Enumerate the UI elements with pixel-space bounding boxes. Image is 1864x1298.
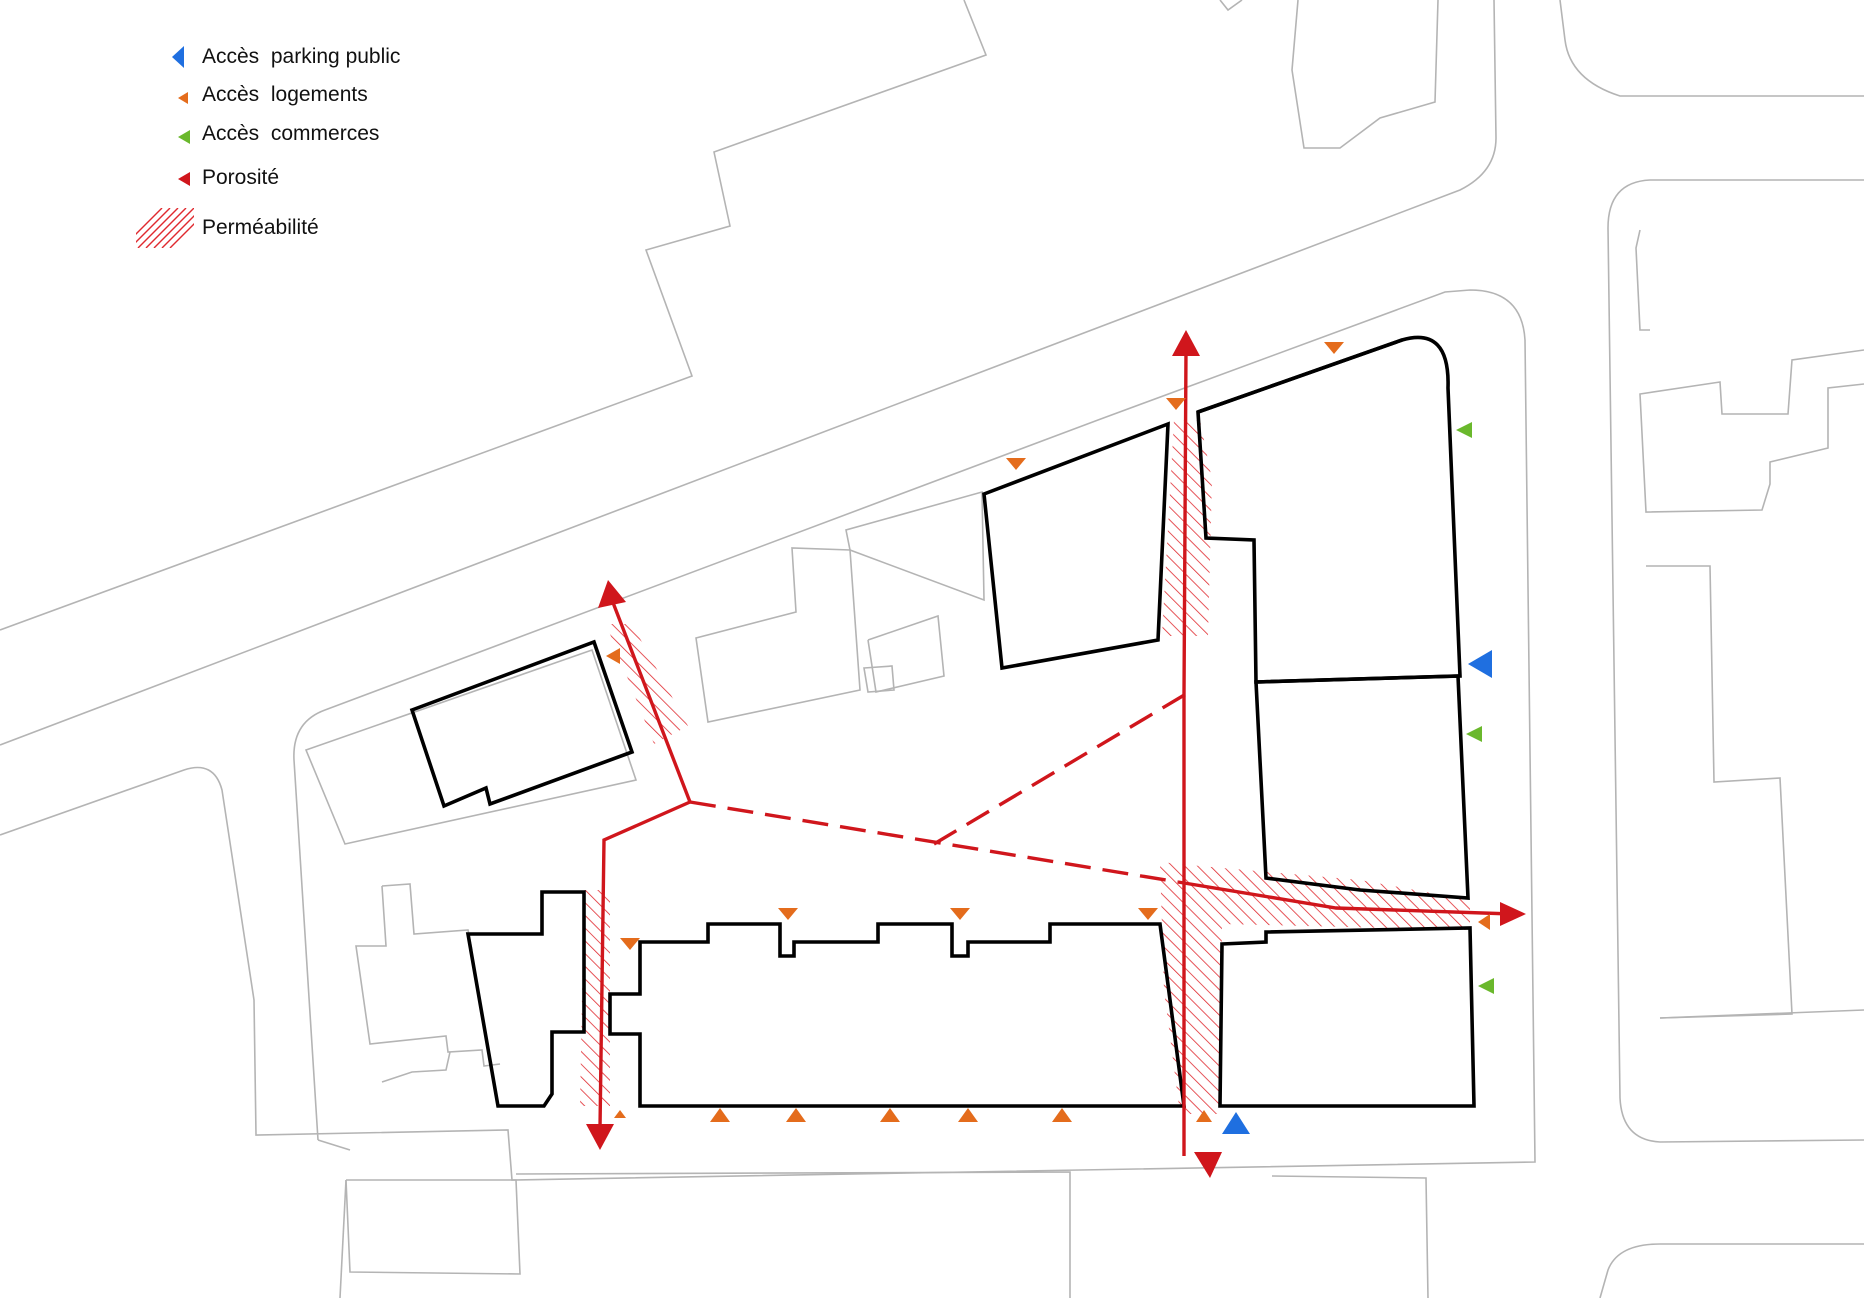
blue-triangle-icon [132,42,202,72]
arrowhead-south [1194,1152,1222,1178]
context-building-e [381,883,473,951]
porosity-arrowheads [586,330,1526,1178]
porosity-path-west [598,800,691,1129]
commerce-access-markers [1456,422,1494,994]
building-east-middle[interactable] [1254,674,1470,900]
red-triangle-icon [132,163,202,193]
context-building-east-3 [1646,565,1793,1019]
legend-item-housing: Accès logements [132,80,368,110]
permeability-areas [580,420,1470,1114]
legend-item-parking: Accès parking public [132,42,400,72]
permeability-area-center [1160,862,1470,1114]
porosity-path-nw [610,599,692,803]
housing-access-icon [1324,342,1344,354]
commerce-access-icon [1456,422,1472,438]
street-edge-east-2 [1607,179,1864,1143]
context-building-east-4 [1659,1009,1864,1019]
context-building-e-2 [355,885,501,1067]
legend-item-permeability: Perméabilité [132,206,319,250]
street-edge-south [0,289,1536,1181]
housing-access-icon [1196,1110,1212,1122]
legend-label-porosity: Porosité [202,166,280,189]
arrowhead-south-west [586,1124,614,1150]
street-edge-inner [317,1139,351,1151]
project-buildings [409,335,1476,1108]
housing-access-icon [620,938,640,950]
context-building-b [695,547,861,723]
parking-access-icon [1468,650,1492,678]
housing-access-icon [614,1110,626,1118]
housing-access-icon [606,648,620,664]
context-building-bottom-1 [345,1179,521,1275]
housing-access-icon [1166,398,1186,410]
housing-access-icon [778,908,798,920]
building-ne-body[interactable] [1196,335,1462,684]
legend-item-commerce: Accès commerces [132,119,379,149]
porosity-path-north [1182,349,1188,1156]
porosity-path-east [1177,880,1513,916]
commerce-access-icon [1478,978,1494,994]
housing-access-icon [950,908,970,920]
context-building-top-mid-2 [1219,0,1243,12]
housing-access-icon [1052,1108,1072,1122]
context-building-top-mid [1291,0,1439,149]
housing-access-icon [958,1108,978,1122]
street-edge-south-east [1599,1243,1864,1298]
legend-item-porosity: Porosité [132,163,279,193]
context-building-bottom-4 [339,1179,347,1298]
housing-access-icon [1478,914,1490,930]
arrowhead-east [1500,902,1526,926]
legend-label-permeability: Perméabilité [202,216,319,239]
context-building-c [845,490,985,602]
parking-access-icon [1222,1112,1250,1134]
housing-access-icon [880,1108,900,1122]
housing-access-icon [786,1108,806,1122]
arrowhead-nw [598,580,626,608]
context-building-east-1 [1639,349,1864,513]
housing-access-icon [1006,458,1026,470]
green-triangle-icon [132,119,202,149]
context-building-top-left [0,0,988,631]
housing-access-icon [710,1108,730,1122]
orange-triangle-icon [132,80,202,110]
street-edge-north [0,0,1497,746]
legend-label-parking: Accès parking public [202,45,401,68]
context-building-e-3 [381,1051,451,1083]
arrowhead-north [1172,330,1200,356]
building-se[interactable] [1218,926,1476,1108]
housing-access-icon [1138,908,1158,920]
red-hatch-icon [132,206,202,250]
permeability-area-nw [606,624,688,744]
street-edge-east [1559,0,1864,97]
context-building-a [304,648,638,845]
housing-access-markers [606,342,1490,1122]
porosity-dashed-paths [689,692,1187,884]
building-nw[interactable] [409,639,635,809]
legend-label-housing: Accès logements [202,83,368,106]
context-building-bottom-2 [515,1171,1071,1298]
porosity-dashed-main [689,800,1179,884]
context-building-d [863,665,895,693]
parking-access-markers [1222,650,1492,1134]
context-building-east-2 [1635,229,1650,331]
building-sw-small[interactable] [465,890,586,1108]
porosity-dashed-branch [933,692,1187,846]
building-north[interactable] [982,421,1170,671]
context-building-c-2 [867,614,945,693]
context-building-bottom-3 [1271,1175,1429,1298]
building-south-long[interactable] [608,922,1187,1108]
porosity-paths [598,349,1513,1156]
permeability-area-north [1162,420,1212,636]
legend-label-commerce: Accès commerces [202,122,380,145]
commerce-access-icon [1466,726,1482,742]
